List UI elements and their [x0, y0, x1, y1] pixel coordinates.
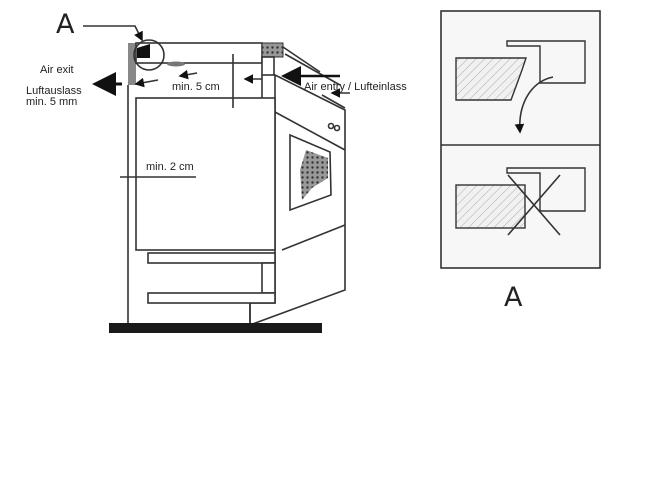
seal-profile: [455, 57, 527, 101]
stove-panel-line: [274, 111, 346, 151]
incorrect-install-view: [455, 167, 586, 236]
detail-panel: A: [440, 10, 601, 313]
detail-circle: [133, 39, 165, 71]
correct-install-view: [455, 40, 586, 134]
luftauslass-label: Luftauslass: [26, 85, 82, 97]
air-exit-label: Air exit: [40, 64, 74, 76]
air-flow-arrow-icon: [134, 77, 159, 88]
floor-base: [109, 323, 322, 333]
cabinet-drawing: A: [26, 9, 407, 333]
detail-marker-label: A: [56, 9, 75, 40]
cabinet-door: [135, 97, 276, 251]
seal-block: [137, 44, 150, 58]
detail-panel-title: A: [504, 282, 523, 313]
seal-profile: [455, 184, 526, 229]
curved-arrow-icon: [514, 76, 554, 134]
air-flow-arrow-icon: [178, 69, 198, 80]
wall-block: [128, 43, 136, 85]
knob-icon: [327, 122, 335, 130]
air-entry-label: Air entry / Lufteinlass: [304, 81, 407, 93]
detail-frame: [440, 10, 601, 269]
worktop-hatched-block: [261, 42, 284, 58]
knob-icon: [333, 124, 341, 132]
drawer-handle: [261, 262, 276, 294]
worktop-edge-line: [284, 53, 341, 86]
side-gap-label: min. 2 cm: [146, 161, 194, 173]
cross-icon: [507, 174, 561, 236]
stove-panel-line: [281, 224, 346, 251]
worktop: [135, 42, 263, 64]
drawer-top: [147, 252, 276, 264]
drawer-bottom: [147, 292, 276, 304]
support-post: [261, 56, 275, 76]
oven-window-shading: [300, 150, 328, 200]
seal-strip: [167, 61, 185, 67]
top-gap-label: min. 5 cm: [172, 81, 220, 93]
exit-gap-label: min. 5 mm: [26, 96, 77, 108]
detail-pointer-arrow: [83, 25, 143, 42]
stove-top-line: [321, 94, 346, 109]
worktop-edge-line: [279, 44, 321, 73]
